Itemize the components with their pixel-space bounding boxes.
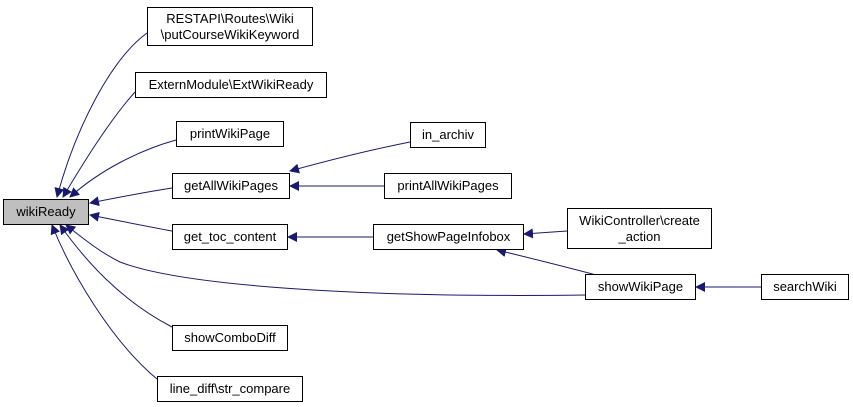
edge-ExtWikiReady-to-wikiReady bbox=[62, 91, 136, 198]
node-putCourseWikiKeyword[interactable]: RESTAPI\Routes\Wiki \putCourseWikiKeywor… bbox=[147, 7, 313, 46]
node-str_compare[interactable]: line_diff\str_compare bbox=[157, 376, 303, 402]
node-label: wikiReady bbox=[16, 204, 76, 219]
node-printAllWikiPages[interactable]: printAllWikiPages bbox=[384, 173, 512, 199]
node-getAllWikiPages[interactable]: getAllWikiPages bbox=[172, 173, 290, 199]
edge-showWikiPage-to-getShowPageInfobox bbox=[496, 247, 601, 277]
edge-showComboDiff-to-wikiReady bbox=[59, 224, 173, 328]
node-showWikiPage[interactable]: showWikiPage bbox=[585, 274, 696, 300]
node-label: searchWiki bbox=[773, 279, 837, 294]
node-showComboDiff[interactable]: showComboDiff bbox=[172, 325, 288, 351]
node-wikiReady: wikiReady bbox=[3, 199, 89, 225]
edge-str_compare-to-wikiReady bbox=[50, 224, 158, 380]
node-label-line-2: \putCourseWikiKeyword bbox=[160, 26, 300, 42]
node-searchWiki[interactable]: searchWiki bbox=[761, 274, 849, 300]
node-printWikiPage[interactable]: printWikiPage bbox=[176, 121, 284, 147]
edge-showWikiPage-to-wikiReady bbox=[65, 224, 586, 296]
node-label: getAllWikiPages bbox=[184, 178, 278, 193]
node-label: in_archiv bbox=[421, 127, 475, 142]
node-label: printAllWikiPages bbox=[397, 178, 499, 193]
edge-getAllWikiPages-to-wikiReady bbox=[89, 187, 173, 207]
edge-create_action-to-getShowPageInfobox bbox=[523, 228, 568, 239]
node-in_archiv[interactable]: in_archiv bbox=[410, 122, 486, 148]
node-label: getShowPageInfobox bbox=[386, 229, 511, 244]
node-label: showWikiPage bbox=[597, 279, 684, 294]
edge-in_archiv-to-getAllWikiPages bbox=[289, 141, 411, 174]
node-label-line-1: WikiController\create bbox=[579, 212, 700, 228]
node-label-line-2: _action bbox=[618, 228, 661, 244]
node-label: showComboDiff bbox=[184, 330, 276, 345]
node-label: printWikiPage bbox=[189, 126, 271, 141]
node-ExtWikiReady[interactable]: ExternModule\ExtWikiReady bbox=[135, 72, 327, 98]
node-label: ExternModule\ExtWikiReady bbox=[148, 77, 314, 92]
edge-putCourseWikiKeyword-to-wikiReady bbox=[54, 32, 148, 198]
edge-get_toc_content-to-wikiReady bbox=[89, 211, 173, 232]
edge-printWikiPage-to-wikiReady bbox=[69, 139, 177, 198]
node-get_toc_content[interactable]: get_toc_content bbox=[172, 224, 288, 250]
node-label-line-1: RESTAPI\Routes\Wiki bbox=[166, 10, 294, 26]
node-getShowPageInfobox[interactable]: getShowPageInfobox bbox=[373, 224, 524, 250]
node-create_action[interactable]: WikiController\create _action bbox=[567, 208, 712, 249]
node-label: line_diff\str_compare bbox=[169, 381, 291, 396]
node-label: get_toc_content bbox=[183, 229, 277, 244]
